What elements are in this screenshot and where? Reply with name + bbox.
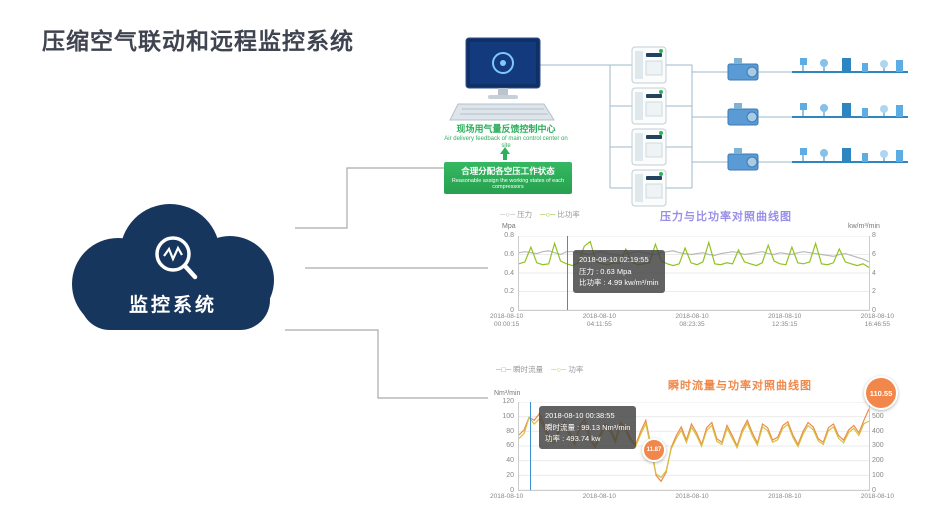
assign-box-en: Reasonable assign the working states of … <box>451 178 565 191</box>
y-axis-unit-left: Nm³/min <box>494 390 521 397</box>
magnifier-icon <box>155 236 198 280</box>
tooltip-line: 压力 : 0.63 Mpa <box>579 266 632 276</box>
assign-box: 合理分配各空压工作状态 Reasonable assign the workin… <box>444 162 572 194</box>
air-dryer-icon <box>727 57 759 81</box>
max-value-badge: 110.55 <box>864 376 898 410</box>
compressor-icon <box>631 87 667 125</box>
plot-area: 2018-08-10 00:38:55 瞬时流量 : 99.13 Nm³/min… <box>518 401 870 491</box>
air-dryer-icon <box>727 102 759 126</box>
pipe-manifold-icon <box>791 147 909 163</box>
compressor-icon <box>631 169 667 207</box>
feedback-caption-en: Air delivery feedback of main control ce… <box>444 136 568 149</box>
cursor-line <box>530 402 531 490</box>
system-topology-diagram: 现场用气量反馈控制中心 Air delivery feedback of mai… <box>440 20 945 220</box>
pressure-power-chart: ─○─压力─○─比功率 压力与比功率对照曲线图 Mpa kw/m³/min 0.… <box>488 206 894 336</box>
pipe-manifold-icon <box>791 102 909 118</box>
chart-legend: ─□─瞬时流量─○─功率 <box>496 365 584 374</box>
monitoring-cloud: 监控系统 <box>38 196 308 348</box>
page-title: 压缩空气联动和远程监控系统 <box>42 28 354 54</box>
topology-graphic <box>449 37 909 207</box>
y-axis-unit-left: Mpa <box>502 223 516 230</box>
min-value-badge: 11.87 <box>642 438 666 462</box>
plot-area: 2018-08-10 02:19:55 压力 : 0.63 Mpa 比功率 : … <box>518 235 870 311</box>
compressor-icon <box>631 128 667 166</box>
control-computer-icon <box>449 37 555 121</box>
chart-tooltip: 2018-08-10 02:19:55 压力 : 0.63 Mpa 比功率 : … <box>573 250 665 293</box>
air-dryer-icon <box>727 147 759 171</box>
chart-legend: ─○─压力─○─比功率 <box>500 210 580 219</box>
up-arrow-icon-stem <box>503 154 507 160</box>
cloud-shape-icon <box>72 204 274 330</box>
up-arrow-icon <box>500 147 510 154</box>
chart-title: 瞬时流量与功率对照曲线图 <box>668 380 812 392</box>
tooltip-time: 2018-08-10 00:38:55 <box>545 411 615 420</box>
chart-tooltip: 2018-08-10 00:38:55 瞬时流量 : 99.13 Nm³/min… <box>539 406 637 449</box>
y-axis-ticks-right: 6005004003002001000 <box>872 398 884 494</box>
assign-box-cn: 合理分配各空压工作状态 <box>461 166 555 176</box>
compressor-icon <box>631 46 667 84</box>
cloud-label: 监控系统 <box>128 295 217 316</box>
tooltip-time: 2018-08-10 02:19:55 <box>579 255 649 264</box>
tooltip-line: 功率 : 493.74 kw <box>545 434 601 444</box>
feedback-caption: 现场用气量反馈控制中心 Air delivery feedback of mai… <box>440 122 572 150</box>
cursor-line <box>567 236 568 310</box>
feedback-caption-cn: 现场用气量反馈控制中心 <box>456 124 556 134</box>
tooltip-line: 比功率 : 4.99 kw/m³/min <box>579 278 659 288</box>
pipe-manifold-icon <box>791 57 909 73</box>
tooltip-line: 瞬时流量 : 99.13 Nm³/min <box>545 422 631 432</box>
chart-title: 压力与比功率对照曲线图 <box>660 211 792 223</box>
y-axis-unit-right: kw/m³/min <box>848 223 880 230</box>
